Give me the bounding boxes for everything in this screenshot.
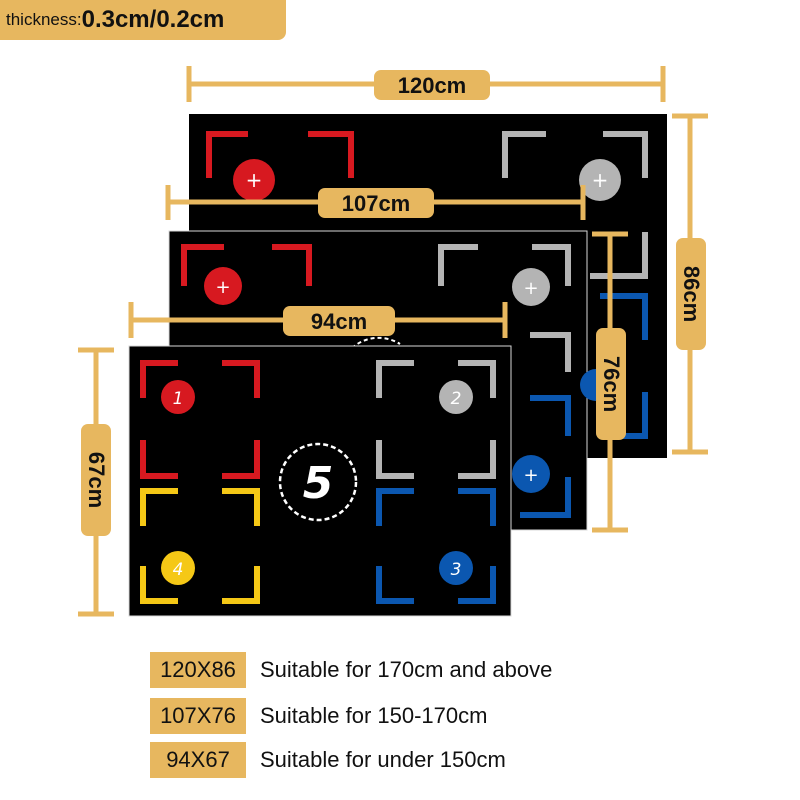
size-description: Suitable for under 150cm xyxy=(260,747,506,772)
center-number: 5 xyxy=(303,458,334,509)
size-tag: 120X86 xyxy=(150,652,246,688)
thickness-banner: thickness: 0.3cm/0.2cm xyxy=(0,0,286,40)
dim-86cm: 86cm xyxy=(679,266,704,322)
size-description: Suitable for 170cm and above xyxy=(260,657,553,682)
dim-120cm: 120cm xyxy=(398,73,467,98)
size-row-small: 94X67 Suitable for under 150cm xyxy=(150,742,506,778)
medium-plus-gray: + xyxy=(523,278,538,299)
large-plus-gray: + xyxy=(592,168,609,192)
size-tag: 107X76 xyxy=(150,698,246,734)
size-row-medium: 107X76 Suitable for 150-170cm xyxy=(150,698,487,734)
zone-4-number: 4 xyxy=(173,560,184,580)
dim-67cm: 67cm xyxy=(84,452,109,508)
zone-3-number: 3 xyxy=(451,560,462,580)
small-mat xyxy=(128,345,512,617)
dimension-lines xyxy=(78,66,708,617)
large-plus-red: + xyxy=(246,168,263,192)
thickness-label: thickness: xyxy=(6,10,82,29)
medium-plus-red: + xyxy=(215,277,230,298)
dim-76cm: 76cm xyxy=(599,356,624,412)
dim-94cm: 94cm xyxy=(311,309,367,334)
mat-illustration: + + + + + xyxy=(78,66,708,617)
zone-2-number: 2 xyxy=(451,389,462,409)
size-description: Suitable for 150-170cm xyxy=(260,703,488,728)
zone-1-number: 1 xyxy=(173,389,184,409)
medium-plus-blue: + xyxy=(523,465,538,486)
size-row-large: 120X86 Suitable for 170cm and above xyxy=(150,652,552,688)
dim-107cm: 107cm xyxy=(342,191,411,216)
thickness-value: 0.3cm/0.2cm xyxy=(81,6,225,33)
size-tag: 94X67 xyxy=(150,742,246,778)
